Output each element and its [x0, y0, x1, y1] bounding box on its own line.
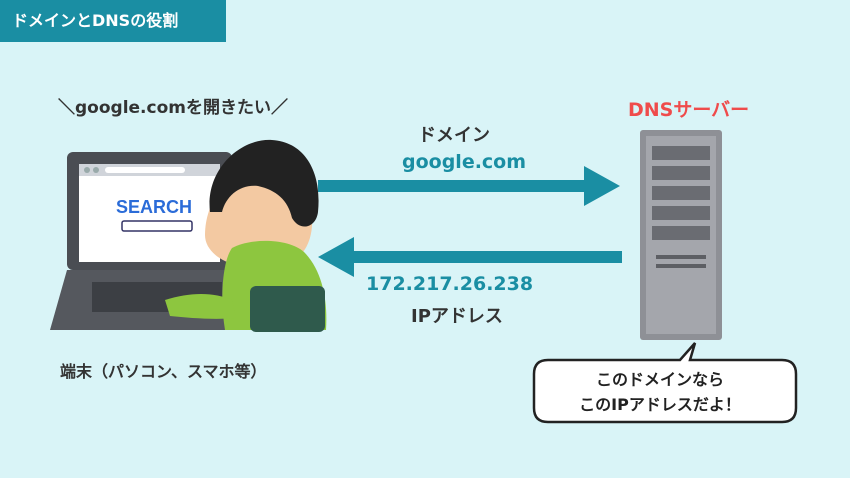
- title-tag-text: ドメインとDNSの役割: [12, 11, 179, 30]
- dns-server-label: DNSサーバー: [628, 99, 750, 121]
- response-arrow: [318, 237, 622, 277]
- response-label: IPアドレス: [411, 306, 503, 327]
- request-arrow: [318, 166, 620, 206]
- request-value: google.com: [402, 151, 527, 173]
- client-label: 端末（パソコン、スマホ等）: [60, 362, 267, 381]
- title-tag: ドメインとDNSの役割: [0, 0, 226, 42]
- response-value: 172.217.26.238: [366, 273, 534, 295]
- screen-search-text: SEARCH: [116, 197, 192, 217]
- bubble-line-1: このドメインなら: [595, 370, 724, 389]
- client-speech: ＼google.comを開きたい／: [58, 98, 288, 118]
- bubble-line-2: このIPアドレスだよ！: [579, 395, 741, 414]
- dns-speech-bubble: [532, 342, 798, 424]
- request-label: ドメイン: [418, 125, 490, 146]
- dns-server-icon: [640, 130, 722, 340]
- laptop-icon: [50, 152, 250, 330]
- person-icon: [165, 139, 327, 332]
